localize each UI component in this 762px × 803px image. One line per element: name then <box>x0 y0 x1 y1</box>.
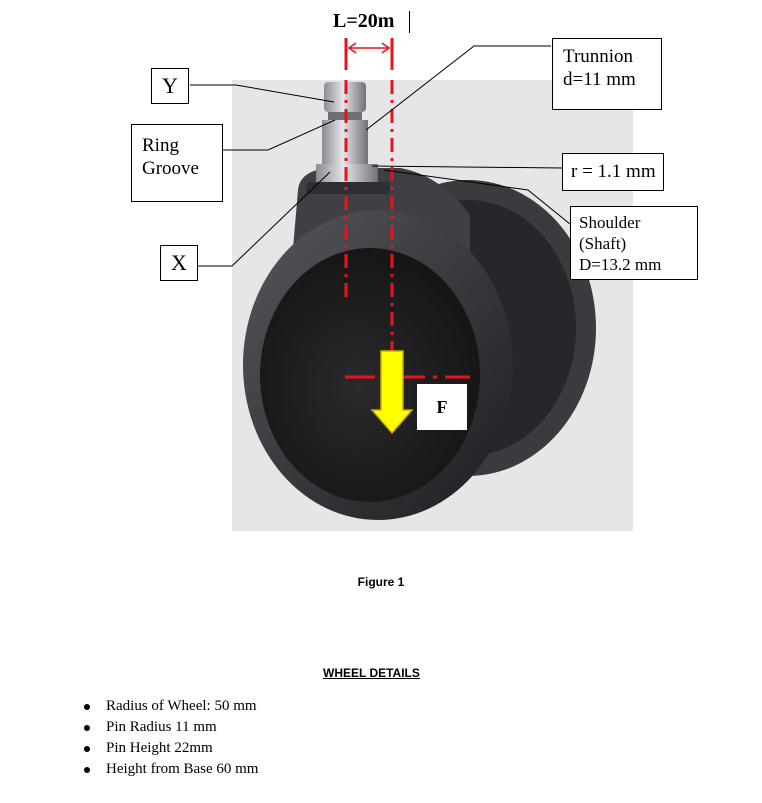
ring-groove-label: Ring Groove <box>131 124 223 202</box>
trunnion-line-2: d=11 mm <box>563 69 636 90</box>
force-label: F <box>417 384 467 430</box>
list-item: Pin Height 22mm <box>84 738 258 759</box>
y-label: Y <box>151 68 189 104</box>
shoulder-line-3: D=13.2 mm <box>579 255 662 274</box>
ring-groove-line-1: Ring <box>142 135 179 156</box>
radius-label: r = 1.1 mm <box>562 153 664 191</box>
list-item: Radius of Wheel: 50 mm <box>84 696 258 717</box>
trunnion-label: Trunnion d=11 mm <box>552 38 662 110</box>
details-heading: WHEEL DETAILS <box>323 666 420 680</box>
figure-caption: Figure 1 <box>357 575 405 589</box>
shoulder-line-2: (Shaft) <box>579 234 627 253</box>
leader-lines <box>190 45 571 267</box>
shoulder-line-1: Shoulder <box>579 213 641 232</box>
trunnion-line-1: Trunnion <box>563 46 634 67</box>
dimension-lines <box>344 38 470 379</box>
length-label-bar <box>409 11 410 33</box>
force-arrow <box>370 350 414 435</box>
list-item: Height from Base 60 mm <box>84 759 258 780</box>
ring-groove-line-2: Groove <box>142 158 199 179</box>
wheel-details-list: Radius of Wheel: 50 mm Pin Radius 11 mm … <box>84 696 258 780</box>
shoulder-label: Shoulder (Shaft) D=13.2 mm <box>570 206 698 280</box>
wheel-hub <box>260 248 480 502</box>
x-label: X <box>160 245 198 281</box>
length-label: L=20m <box>333 10 395 32</box>
list-item: Pin Radius 11 mm <box>84 717 258 738</box>
